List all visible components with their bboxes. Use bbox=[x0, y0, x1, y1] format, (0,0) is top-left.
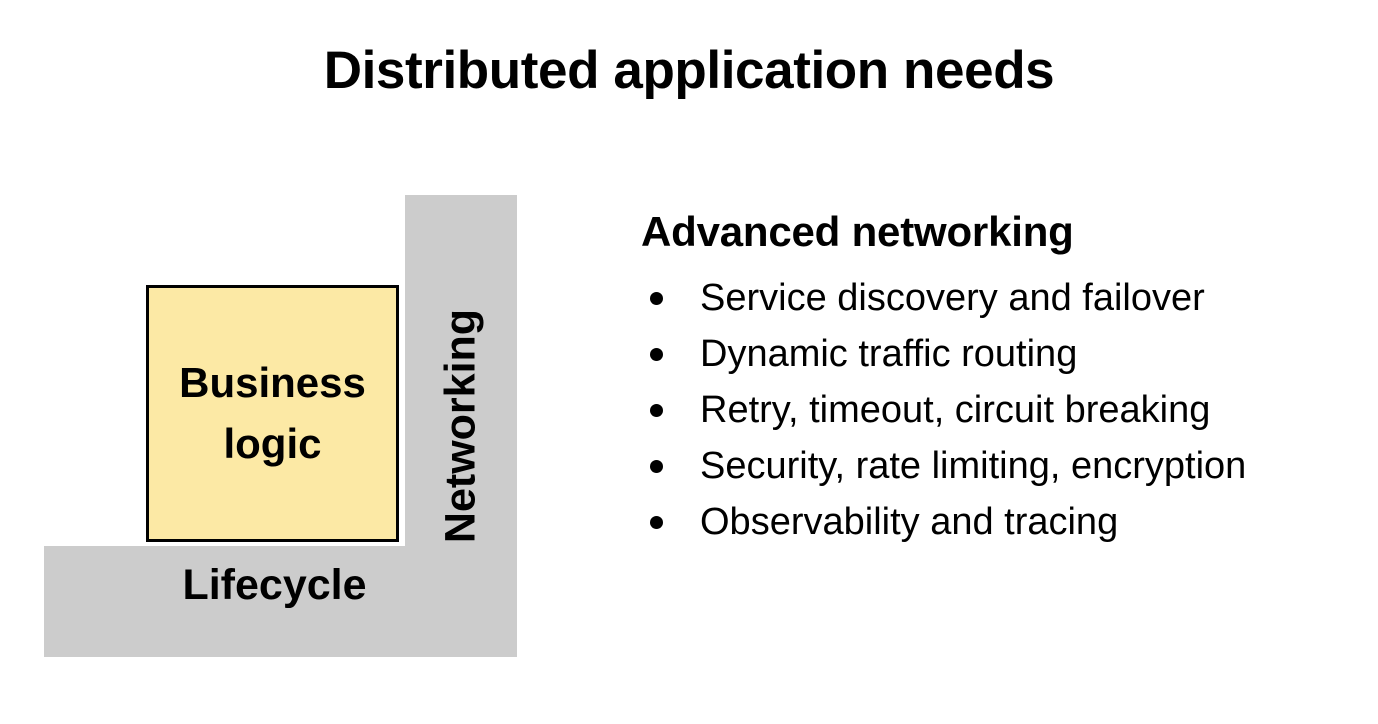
networking-layer-label: Networking bbox=[436, 308, 485, 544]
bullet-dot-icon bbox=[650, 292, 663, 306]
list-item: Retry, timeout, circuit breaking bbox=[641, 382, 1341, 438]
list-item-label: Retry, timeout, circuit breaking bbox=[700, 389, 1211, 432]
list-item-label: Observability and tracing bbox=[700, 501, 1119, 544]
business-logic-label-line1: Business bbox=[179, 358, 366, 406]
bullet-dot-icon bbox=[650, 348, 663, 362]
list-item-label: Security, rate limiting, encryption bbox=[700, 445, 1247, 488]
business-logic-box: Business logic bbox=[146, 285, 399, 542]
distributed-application-stack-diagram: Networking Lifecycle Business logic bbox=[44, 195, 517, 657]
page-title: Distributed application needs bbox=[323, 41, 1055, 100]
advanced-networking-section: Advanced networking Service discovery an… bbox=[641, 208, 1341, 550]
list-item: Observability and tracing bbox=[641, 494, 1341, 550]
lifecycle-layer-label: Lifecycle bbox=[182, 561, 367, 609]
bullet-dot-icon bbox=[650, 404, 663, 418]
list-item: Dynamic traffic routing bbox=[641, 326, 1341, 382]
list-item-label: Dynamic traffic routing bbox=[700, 333, 1078, 376]
list-item: Service discovery and failover bbox=[641, 270, 1341, 326]
list-item-label: Service discovery and failover bbox=[700, 277, 1205, 320]
section-heading: Advanced networking bbox=[641, 208, 1074, 255]
advanced-networking-bullet-list: Service discovery and failover Dynamic t… bbox=[641, 270, 1341, 550]
lifecycle-layer-bar: Lifecycle bbox=[44, 546, 517, 657]
business-logic-label-line2: logic bbox=[223, 419, 322, 467]
bullet-dot-icon bbox=[650, 516, 663, 530]
list-item: Security, rate limiting, encryption bbox=[641, 438, 1341, 494]
bullet-dot-icon bbox=[650, 460, 663, 474]
